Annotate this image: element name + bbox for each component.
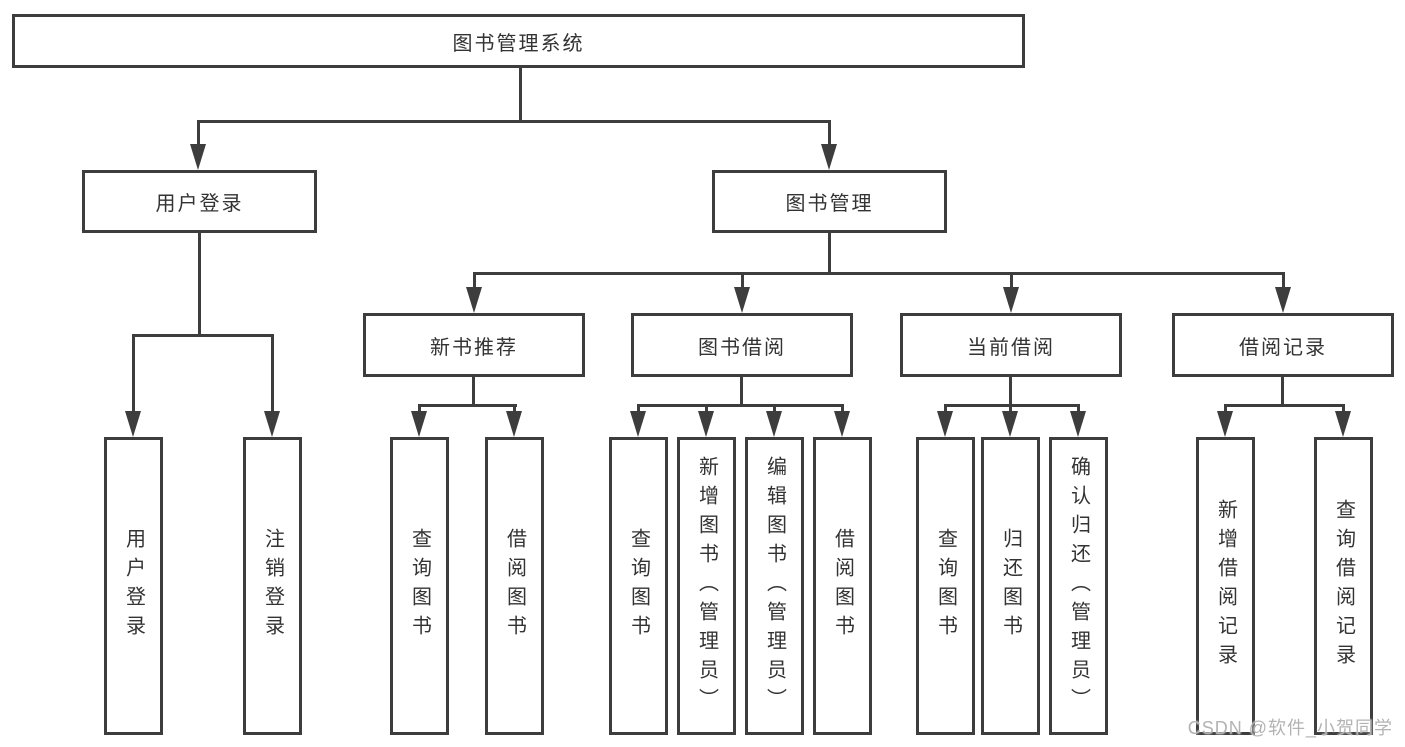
leaf-query-books-recommendation: 查询图书 <box>390 437 449 735</box>
node-new-book-recommendation: 新书推荐 <box>363 313 585 377</box>
tree-connector-arrow <box>466 287 482 313</box>
tree-connector-arrow <box>125 411 141 437</box>
tree-connector-line <box>773 404 776 414</box>
leaf-borrow-books-recommendation: 借阅图书 <box>485 437 544 735</box>
tree-connector-line <box>1224 404 1345 407</box>
tree-connector-line <box>1281 377 1284 407</box>
tree-connector-arrow <box>1070 411 1086 437</box>
tree-connector-line <box>473 272 1285 275</box>
tree-connector-line <box>473 272 476 290</box>
tree-connector-arrow <box>264 411 280 437</box>
tree-connector-arrow <box>506 411 522 437</box>
tree-connector-line <box>513 404 516 414</box>
tree-connector-line <box>828 120 831 148</box>
tree-connector-line <box>1009 404 1012 414</box>
leaf-query-books-current: 查询图书 <box>916 437 975 735</box>
tree-connector-line <box>637 404 844 407</box>
tree-connector-line <box>418 404 517 407</box>
watermark: CSDN @软件_小贺同学 <box>1187 718 1393 738</box>
tree-connector-line <box>198 233 201 337</box>
leaf-confirm-return-admin: 确认归还（管理员） <box>1049 437 1108 735</box>
tree-connector-arrow <box>1275 287 1291 313</box>
tree-connector-line <box>1009 377 1012 407</box>
leaf-borrow-books-borrowing: 借阅图书 <box>813 437 872 735</box>
tree-connector-line <box>1342 404 1345 414</box>
tree-connector-arrow <box>821 144 837 170</box>
tree-connector-line <box>418 404 421 414</box>
leaf-user-login: 用户登录 <box>104 437 163 735</box>
node-book-borrowing: 图书借阅 <box>631 313 853 377</box>
tree-connector-line <box>1010 272 1013 290</box>
tree-connector-arrow <box>834 411 850 437</box>
tree-connector-arrow <box>734 287 750 313</box>
leaf-logout: 注销登录 <box>243 437 302 735</box>
tree-connector-arrow <box>1335 411 1351 437</box>
tree-connector-line <box>519 68 522 122</box>
tree-connector-arrow <box>766 411 782 437</box>
leaf-query-books-borrowing: 查询图书 <box>609 437 668 735</box>
tree-connector-line <box>841 404 844 414</box>
node-book-management: 图书管理 <box>712 170 947 233</box>
tree-connector-line <box>944 404 947 414</box>
leaf-add-books-admin: 新增图书（管理员） <box>677 437 736 735</box>
tree-connector-line <box>705 404 708 414</box>
tree-connector-line <box>132 334 274 337</box>
tree-connector-line <box>828 233 831 274</box>
leaf-return-books: 归还图书 <box>981 437 1040 735</box>
tree-connector-arrow <box>1002 411 1018 437</box>
leaf-add-borrowing-record: 新增借阅记录 <box>1196 437 1255 735</box>
tree-connector-line <box>132 334 135 414</box>
tree-connector-line <box>637 404 640 414</box>
tree-connector-line <box>1077 404 1080 414</box>
tree-connector-arrow <box>1217 411 1233 437</box>
leaf-query-borrowing-record: 查询借阅记录 <box>1314 437 1373 735</box>
tree-connector-arrow <box>937 411 953 437</box>
tree-connector-line <box>1282 272 1285 290</box>
tree-connector-line <box>1224 404 1227 414</box>
node-user-login: 用户登录 <box>82 170 317 233</box>
tree-connector-line <box>740 377 743 407</box>
tree-connector-line <box>944 404 1080 407</box>
tree-connector-line <box>472 377 475 407</box>
tree-connector-line <box>271 334 274 414</box>
leaf-edit-books-admin: 编辑图书（管理员） <box>745 437 804 735</box>
tree-connector-arrow <box>1003 287 1019 313</box>
tree-connector-arrow <box>190 144 206 170</box>
node-library-management-system: 图书管理系统 <box>12 14 1025 68</box>
tree-connector-line <box>197 120 200 148</box>
tree-connector-arrow <box>630 411 646 437</box>
tree-connector-line <box>741 272 744 290</box>
tree-connector-arrow <box>411 411 427 437</box>
tree-connector-line <box>197 120 831 123</box>
node-current-borrowing: 当前借阅 <box>900 313 1122 377</box>
tree-connector-arrow <box>698 411 714 437</box>
node-borrowing-records: 借阅记录 <box>1172 313 1394 377</box>
